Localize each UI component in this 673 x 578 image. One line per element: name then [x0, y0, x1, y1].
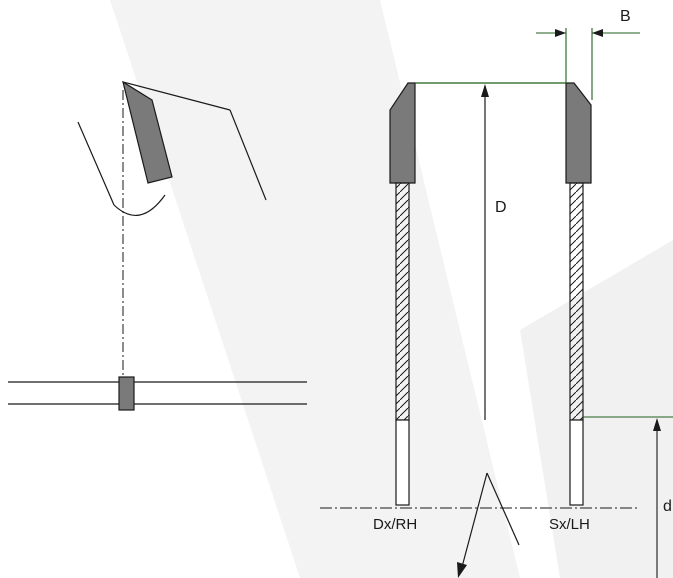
- tooth-side-view: [77, 81, 267, 216]
- watermark-shape-right: [520, 240, 673, 578]
- label-dx-rh: Dx/RH: [373, 516, 417, 533]
- gullet-line-right: [229, 109, 267, 201]
- blade-rim-line: [122, 81, 231, 111]
- blade-plate-side: [8, 381, 307, 405]
- blade-tooth-section: [118, 376, 135, 411]
- label-sx-lh: Sx/LH: [549, 516, 590, 533]
- left-blade-shank: [395, 419, 410, 506]
- dimension-D: [481, 84, 489, 420]
- side-tooth-tip: [122, 80, 173, 184]
- right-blade-body: [569, 182, 584, 421]
- right-blade-shank: [569, 419, 584, 506]
- label-B: B: [620, 8, 631, 25]
- dimension-B: [536, 28, 640, 100]
- label-d: d: [663, 498, 672, 515]
- gullet-arc: [113, 194, 166, 216]
- right-tooth: [565, 82, 592, 184]
- rotation-arrow-icon: [457, 472, 520, 578]
- watermark-shape: [110, 0, 520, 578]
- gullet-line-left: [77, 121, 115, 206]
- label-D: D: [495, 199, 507, 216]
- left-blade-body: [395, 182, 410, 421]
- dimension-d: [583, 416, 673, 578]
